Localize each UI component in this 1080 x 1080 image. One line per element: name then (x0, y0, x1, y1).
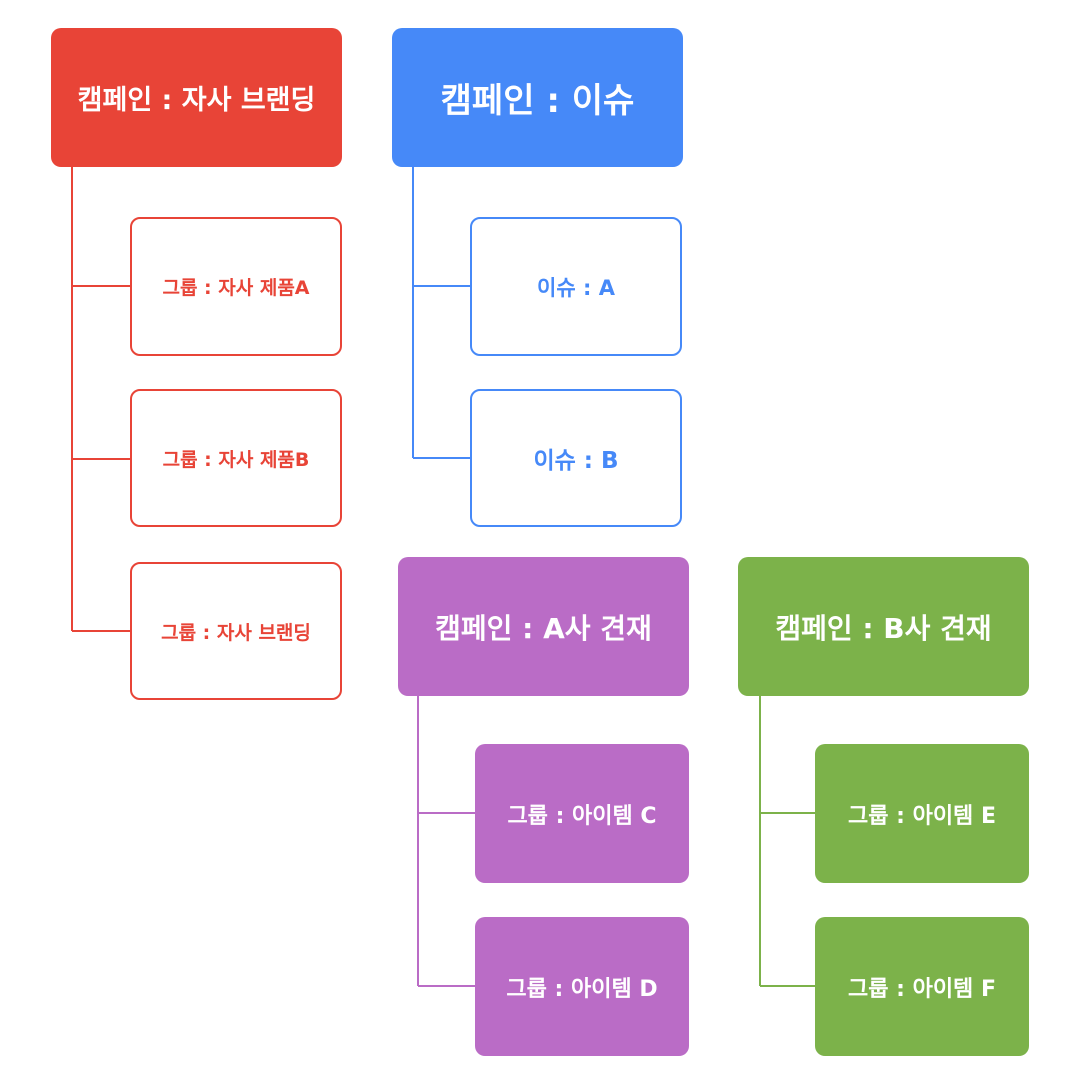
group-box-product-a: 그룹 : 자사 제품A (130, 217, 342, 356)
red-connectors (71, 167, 130, 632)
purple-connectors (417, 696, 475, 987)
campaign-box-competitor-b: 캠페인 : B사 견재 (738, 557, 1029, 696)
group-box-item-f: 그룹 : 아이템 F (815, 917, 1029, 1056)
campaign-box-issue: 캠페인 : 이슈 (392, 28, 683, 167)
blue-connectors (412, 167, 470, 459)
green-connectors (759, 696, 815, 987)
campaign-box-competitor-a: 캠페인 : A사 견재 (398, 557, 689, 696)
issue-box-b: 이슈 : B (470, 389, 682, 527)
group-box-item-d: 그룹 : 아이템 D (475, 917, 689, 1056)
issue-box-a: 이슈 : A (470, 217, 682, 356)
group-box-product-b: 그룹 : 자사 제품B (130, 389, 342, 527)
campaign-box-branding: 캠페인 : 자사 브랜딩 (51, 28, 342, 167)
group-box-branding: 그룹 : 자사 브랜딩 (130, 562, 342, 700)
group-box-item-e: 그룹 : 아이템 E (815, 744, 1029, 883)
group-box-item-c: 그룹 : 아이템 C (475, 744, 689, 883)
